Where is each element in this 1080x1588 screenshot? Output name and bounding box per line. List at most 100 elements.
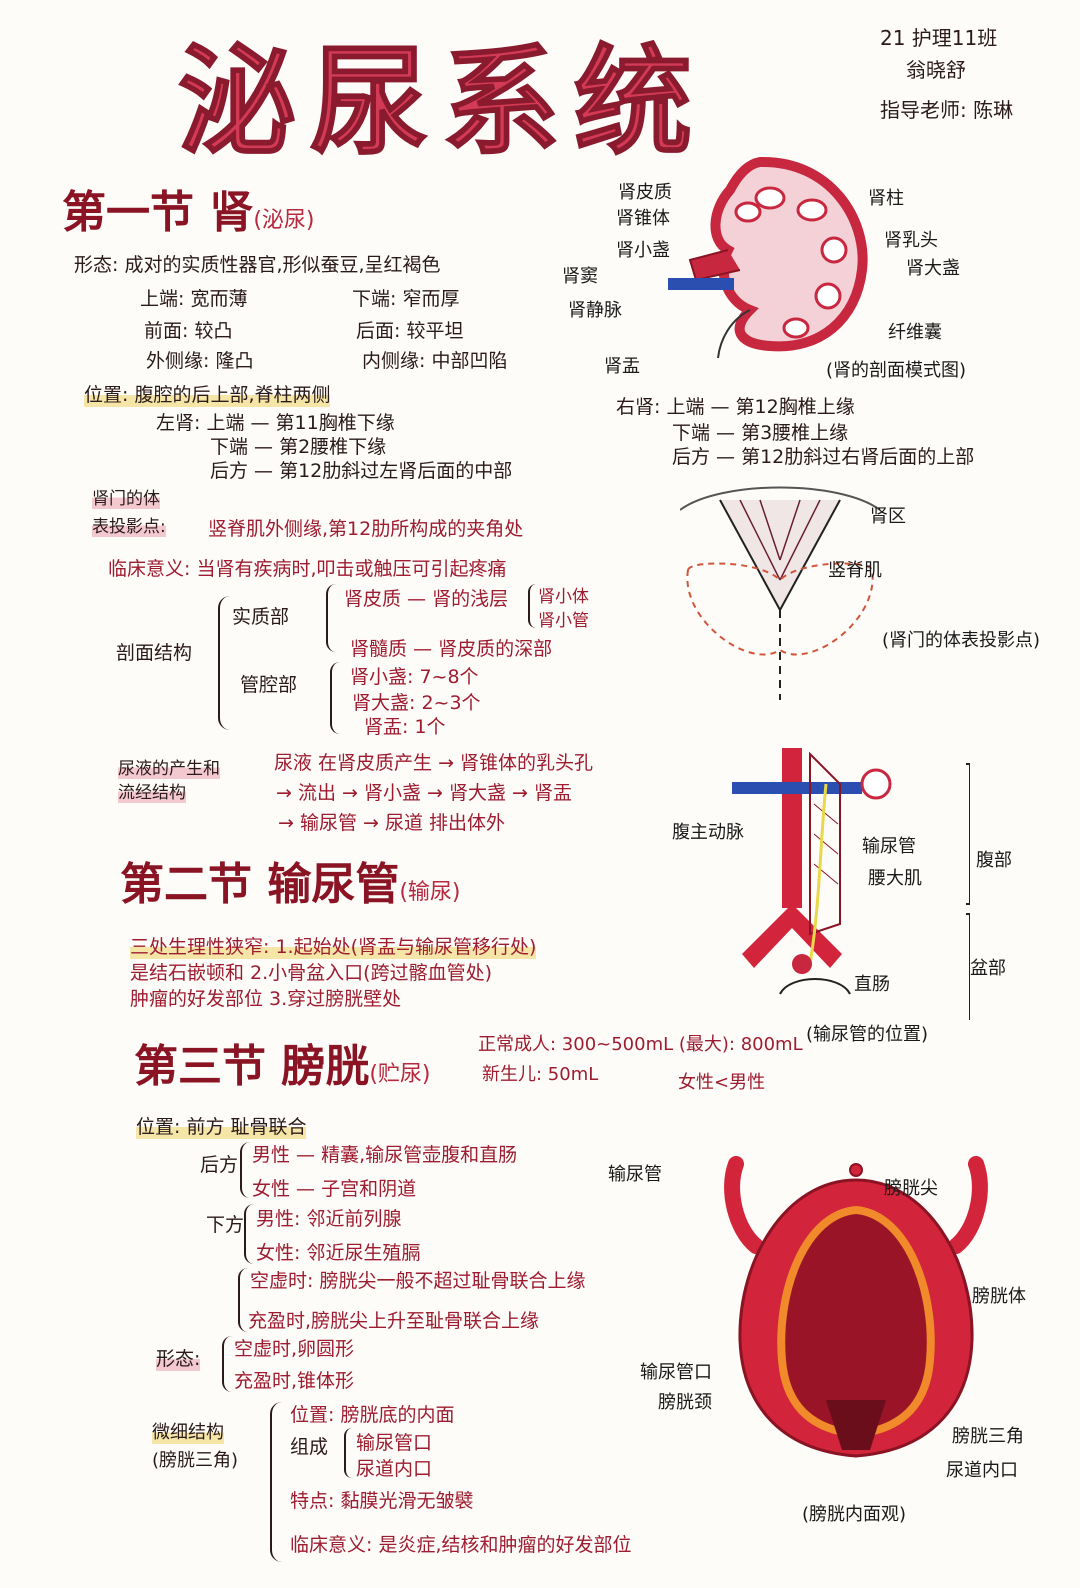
bd-label-ureter-orifice: 输尿管口 [640,1362,712,1383]
bladder-below-female: 女性: 邻近尿生殖膈 [256,1242,421,1264]
kd-label-major-calyx: 肾大盏 [906,258,960,279]
tubule-text: 肾小管 [538,611,589,631]
micro-position: 位置: 膀胱底的内面 [290,1404,455,1426]
micro-clinical: 临床意义: 是炎症,结核和肿瘤的好发部位 [290,1534,632,1556]
ureter-heading: 第二节 输尿管(输尿) [120,859,461,910]
kidney-front: 前面: 较凸 [144,320,233,342]
ud-label-rectum: 直肠 [854,974,890,995]
student-name: 翁晓舒 [906,58,966,82]
kd-caption: (肾的剖面模式图) [826,360,967,381]
ra-label-erector: 竖脊肌 [828,560,882,581]
bd-label-neck: 膀胱颈 [658,1392,712,1413]
bladder-full-shape: 充盈时,锥体形 [234,1370,355,1392]
ra-caption: (肾门的体表投影点) [882,630,1041,651]
urine-title-2: 流经结构 [118,778,186,803]
lumen-label: 管腔部 [240,674,298,696]
kd-label-cortex: 肾皮质 [618,182,672,203]
bladder-gender: 女性<男性 [678,1072,766,1093]
urine-line-2: → 流出 → 肾小盏 → 肾大盏 → 肾盂 [276,782,572,804]
right-kidney-back: 后方 — 第12肋斜过右肾后面的上部 [672,446,975,468]
class-line: 21 护理11班 [880,26,998,50]
kidney-heading: 第一节 肾(泌尿) [62,187,315,238]
cortex-text: 肾皮质 — 肾的浅层 [344,588,509,610]
bladder-empty-pos: 空虚时: 膀胱尖一般不超过耻骨联合上缘 [250,1270,586,1292]
micro-composition-label: 组成 [290,1436,329,1458]
right-kidney-top: 右肾: 上端 — 第12胸椎上缘 [616,396,855,418]
bd-label-body: 膀胱体 [972,1286,1026,1307]
kidney-bottom-end: 下端: 窄而厚 [352,288,460,310]
brace [222,1336,232,1392]
kidney-lateral: 外侧缘: 隆凸 [146,350,254,372]
brace [270,1402,282,1562]
bd-label-apex: 膀胱尖 [884,1178,938,1199]
brace [344,1428,352,1478]
medulla-text: 肾髓质 — 肾皮质的深部 [350,638,553,660]
ureter-line-2: 是结石嵌顿和 2.小骨盆入口(跨过髂血管处) [130,962,492,984]
ureter-diagram [732,748,970,1020]
ra-label-renal-area: 肾区 [870,506,906,527]
major-calyx-text: 肾大盏: 2~3个 [352,692,481,714]
bladder-below-male: 男性: 邻近前列腺 [256,1208,402,1230]
hilum-title-1: 肾门的体 [92,484,160,509]
left-kidney-top: 左肾: 上端 — 第11胸椎下缘 [156,412,395,434]
hilum-title-2: 表投影点: [92,512,166,537]
urine-line-3: → 输尿管 → 尿道 排出体外 [278,812,505,834]
brace [244,1204,254,1264]
micro-title-1: 微细结构 [152,1418,224,1444]
kidney-diagram [668,156,868,359]
bladder-diagram [724,1156,988,1458]
bladder-back-male: 男性 — 精囊,输尿管壶腹和直肠 [252,1144,518,1166]
brace [330,662,340,734]
bladder-back-female: 女性 — 子宫和阴道 [252,1178,417,1200]
bd-caption: (膀胱内面观) [802,1504,907,1525]
brace [240,1142,250,1198]
ud-label-pelvic: 盆部 [970,958,1006,979]
kd-label-vein: 肾静脉 [568,300,622,321]
parenchyma-label: 实质部 [232,606,290,628]
bladder-below-label: 下方 [206,1214,245,1236]
bd-label-internal-orifice: 尿道内口 [946,1460,1018,1481]
kd-label-minor-calyx: 肾小盏 [616,240,670,261]
kidney-position: 位置: 腹腔的后上部,脊柱两侧 [84,380,331,407]
micro-comp-ureter: 输尿管口 [356,1432,433,1454]
kd-label-papilla: 肾乳头 [884,230,938,251]
kidney-clinical: 临床意义: 当肾有疾病时,叩击或触压可引起疼痛 [108,558,507,580]
renal-area-diagram [680,486,880,700]
bd-label-trigone: 膀胱三角 [952,1426,1024,1447]
corpuscle-text: 肾小体 [538,587,589,607]
minor-calyx-text: 肾小盏: 7~8个 [350,666,479,688]
bladder-heading: 第三节 膀胱(贮尿) [134,1041,431,1092]
ud-label-abdominal: 腹部 [976,850,1012,871]
micro-title-2: (膀胱三角) [152,1450,239,1471]
kidney-shape: 形态: 成对的实质性器官,形似蚕豆,呈红褐色 [74,254,441,276]
kidney-back: 后面: 较平坦 [356,320,464,342]
brace [218,596,230,730]
ud-caption: (输尿管的位置) [806,1024,929,1045]
right-kidney-bottom: 下端 — 第3腰椎上缘 [672,422,849,444]
teacher-name: 指导老师: 陈琳 [880,98,1014,122]
left-kidney-bottom: 下端 — 第2腰椎下缘 [210,436,387,458]
brace [528,584,536,628]
bladder-full-pos: 充盈时,膀胱尖上升至耻骨联合上缘 [248,1310,540,1332]
ureter-line-1: 三处生理性狭窄: 1.起始处(肾盂与输尿管移行处) [130,932,537,959]
bd-label-ureter: 输尿管 [608,1164,662,1185]
micro-comp-urethra: 尿道内口 [356,1458,433,1480]
bladder-adult: 正常成人: 300~500mL (最大): 800mL [478,1034,803,1055]
kd-label-capsule: 纤维囊 [888,322,942,343]
brace [326,584,336,652]
kd-label-pyramid: 肾锥体 [616,208,670,229]
brace [238,1268,248,1332]
kd-label-column: 肾柱 [868,188,904,209]
micro-feature: 特点: 黏膜光滑无皱襞 [290,1490,474,1512]
ud-label-aorta: 腹主动脉 [672,822,744,843]
ud-label-psoas: 腰大肌 [868,868,922,889]
bladder-shape-label: 形态: [156,1344,201,1371]
bladder-empty-shape: 空虚时,卵圆形 [234,1338,355,1360]
left-kidney-back: 后方 — 第12肋斜过左肾后面的中部 [210,460,513,482]
urine-title-1: 尿液的产生和 [118,754,220,779]
kidney-medial: 内侧缘: 中部凹陷 [362,350,508,372]
kd-label-sinus: 肾窦 [562,266,598,287]
ureter-line-3: 肿瘤的好发部位 3.穿过膀胱壁处 [130,988,402,1010]
kd-label-pelvis: 肾盂 [604,356,640,377]
page-title: 泌尿系统 [177,32,707,172]
